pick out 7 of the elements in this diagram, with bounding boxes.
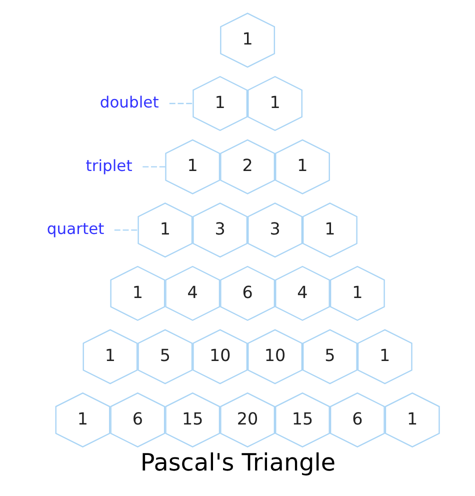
connector: [114, 229, 138, 231]
connector: [142, 166, 166, 168]
caption: Pascal's Triangle: [140, 448, 336, 477]
node-text: doublet: [99, 94, 158, 112]
node-text: quartet: [46, 220, 104, 238]
connector: [168, 102, 193, 104]
node-text: triplet: [85, 156, 132, 175]
